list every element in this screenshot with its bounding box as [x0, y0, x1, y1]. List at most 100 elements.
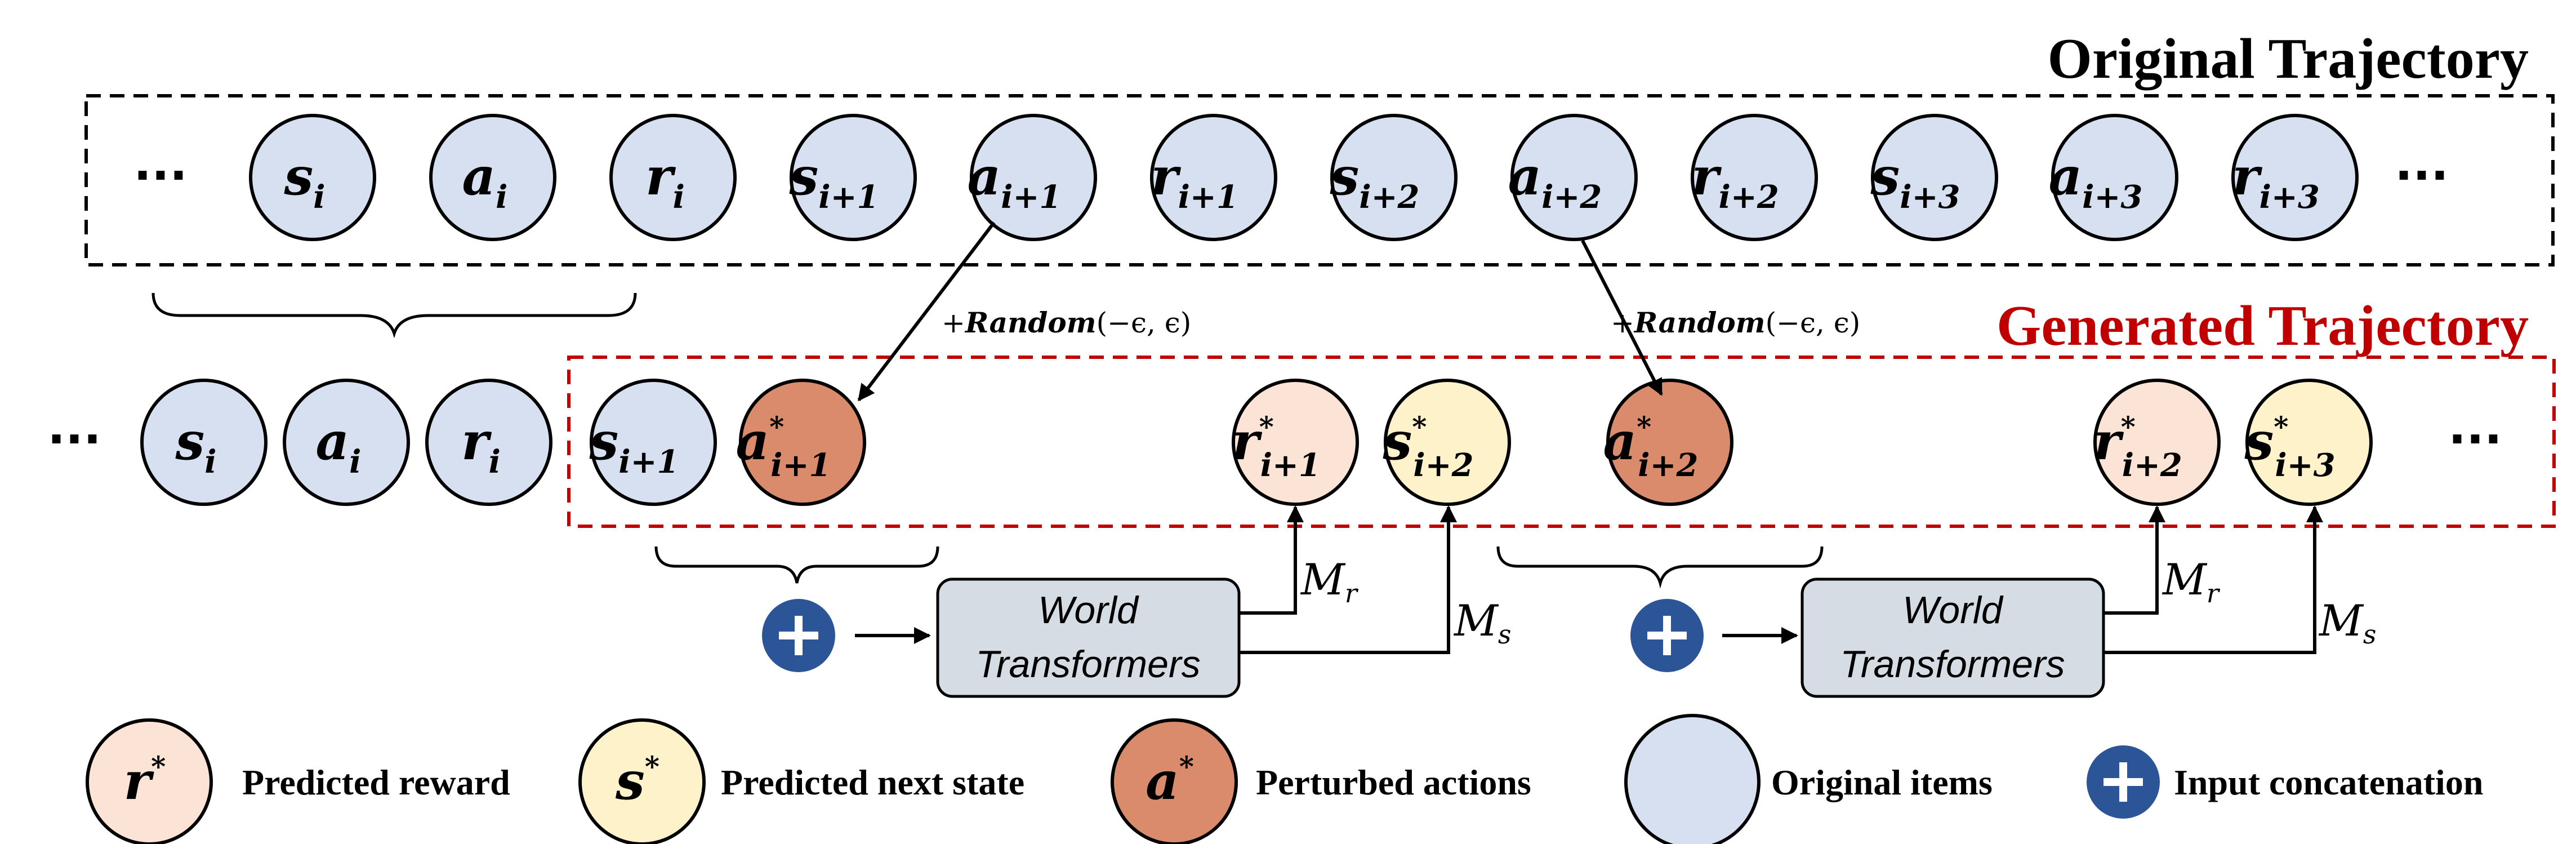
- legend-label: Original items: [1771, 762, 1993, 802]
- token-base: a: [2049, 146, 2083, 207]
- token-sub: i+3: [1900, 179, 1960, 216]
- noise-label-2: +Random(−ϵ, ϵ): [1611, 306, 1860, 339]
- perturb-arrow-2: [1581, 239, 1663, 396]
- token-circle: [1232, 379, 1359, 506]
- token-base: a: [462, 146, 496, 207]
- token-sub: i+1: [618, 443, 679, 481]
- legend-symbol: s*: [615, 750, 659, 811]
- token-circle: [609, 114, 737, 241]
- token-sup: *: [1412, 410, 1427, 443]
- concat-symbol-1: [762, 599, 835, 672]
- token-sub: i+1: [818, 179, 879, 216]
- token-original-s-0: si: [249, 114, 376, 241]
- token-base: r: [1232, 411, 1263, 472]
- token-circle: [2093, 379, 2221, 506]
- legend-label: Predicted next state: [721, 762, 1024, 802]
- token-sub: i: [349, 443, 361, 481]
- token-base: a: [736, 411, 770, 472]
- token-label: si: [175, 411, 216, 481]
- legend-symbol: r*: [124, 750, 166, 811]
- token-label: s* i+2: [1382, 410, 1473, 484]
- token-sup: *: [2274, 410, 2288, 443]
- token-reward-r-2: r* i+1: [1232, 379, 1359, 506]
- token-sub: i+2: [1359, 179, 1419, 216]
- token-base: s: [175, 411, 204, 472]
- legend-swatch: [578, 718, 706, 844]
- ellipsis-context-left: ···: [47, 411, 101, 467]
- token-circle: [2051, 114, 2178, 241]
- world-model-box-2: World Transformers: [1800, 578, 2105, 698]
- token-sub: i: [496, 179, 507, 216]
- token-label: s* i+3: [2244, 410, 2335, 484]
- token-base: r: [1691, 146, 1722, 207]
- token-label: ai: [462, 146, 508, 216]
- noise-label-1: +Random(−ϵ, ϵ): [942, 306, 1191, 339]
- token-sub: i+1: [1260, 447, 1321, 484]
- token-label: ai+3: [2049, 146, 2143, 216]
- token-original-s-9: si+3: [1870, 114, 1998, 241]
- token-sub: i+2: [1413, 447, 1473, 484]
- token-sub: i+1: [1001, 179, 1061, 216]
- token-original-s-3: si+1: [789, 114, 917, 241]
- token-original-a-1: ai: [429, 114, 556, 241]
- token-base: r: [645, 146, 676, 207]
- token-sub: i+3: [2082, 179, 2142, 216]
- token-state-s-6: s* i+3: [2244, 379, 2373, 506]
- token-circle: [1510, 114, 1638, 241]
- token-original-a-4: ai+1: [968, 114, 1097, 241]
- token-circle: [425, 379, 552, 506]
- world-model-box-1: World Transformers: [936, 578, 1241, 698]
- token-original-r-11: ri+3: [2231, 114, 2359, 241]
- reward-head-label-2: Mr: [2161, 554, 2221, 608]
- token-label: ri: [645, 146, 685, 216]
- token-label: si+2: [1330, 146, 1420, 216]
- world-model-line1: World: [1038, 589, 1139, 632]
- token-original-r-2: ri: [609, 114, 737, 241]
- token-label: ri+3: [2232, 146, 2320, 216]
- world-model-line1: World: [1902, 589, 2004, 632]
- token-label: ai+2: [1508, 146, 1602, 216]
- token-base: s: [1382, 411, 1412, 472]
- token-sub: i+1: [1178, 179, 1238, 216]
- token-base: a: [1603, 411, 1637, 472]
- token-label: ri+2: [1691, 146, 1779, 216]
- token-sub: i: [204, 443, 216, 481]
- token-label: ai: [316, 411, 362, 481]
- context-brace: [151, 292, 637, 339]
- token-base: s: [2244, 411, 2274, 472]
- reward-head-arrow-1: [1239, 505, 1304, 615]
- token-original-s-0: si+1: [589, 379, 717, 506]
- token-sup: *: [2121, 410, 2136, 443]
- token-sub: i+2: [2122, 447, 2182, 484]
- token-original-a-7: ai+2: [1508, 114, 1638, 241]
- token-reward-r-5: r* i+2: [2093, 379, 2221, 506]
- token-circle: [970, 114, 1097, 241]
- token-circle: [283, 379, 410, 506]
- token-sub: i+1: [770, 447, 831, 484]
- token-base: r: [2093, 411, 2124, 472]
- token-circle: [1871, 114, 1998, 241]
- token-label: ri: [461, 411, 501, 481]
- token-original-r-5: ri+1: [1150, 114, 1277, 241]
- legend-item-state: s* Predicted next state: [578, 718, 1024, 844]
- state-head-arrow-1: [1239, 505, 1457, 654]
- state-head-arrow-2: [2103, 505, 2323, 654]
- token-circle: [2231, 114, 2359, 241]
- token-label: ai+1: [968, 146, 1062, 216]
- token-sub: i+3: [2259, 179, 2320, 216]
- token-base: a: [968, 146, 1001, 207]
- token-original-s-6: si+2: [1330, 114, 1458, 241]
- token-sub: i+3: [2275, 447, 2335, 484]
- token-label: r* i+1: [1232, 410, 1321, 484]
- state-head-label-1: Ms: [1453, 596, 1511, 650]
- token-circle: [2245, 379, 2373, 506]
- legend-item-perturbed: a*Perturbed actions: [1111, 718, 1531, 844]
- reward-head-label-1: Mr: [1300, 554, 1359, 608]
- token-sup: *: [1259, 410, 1274, 443]
- token-label: r* i+2: [2093, 410, 2182, 484]
- pair-brace-1: [654, 546, 939, 584]
- token-circle: [249, 114, 376, 241]
